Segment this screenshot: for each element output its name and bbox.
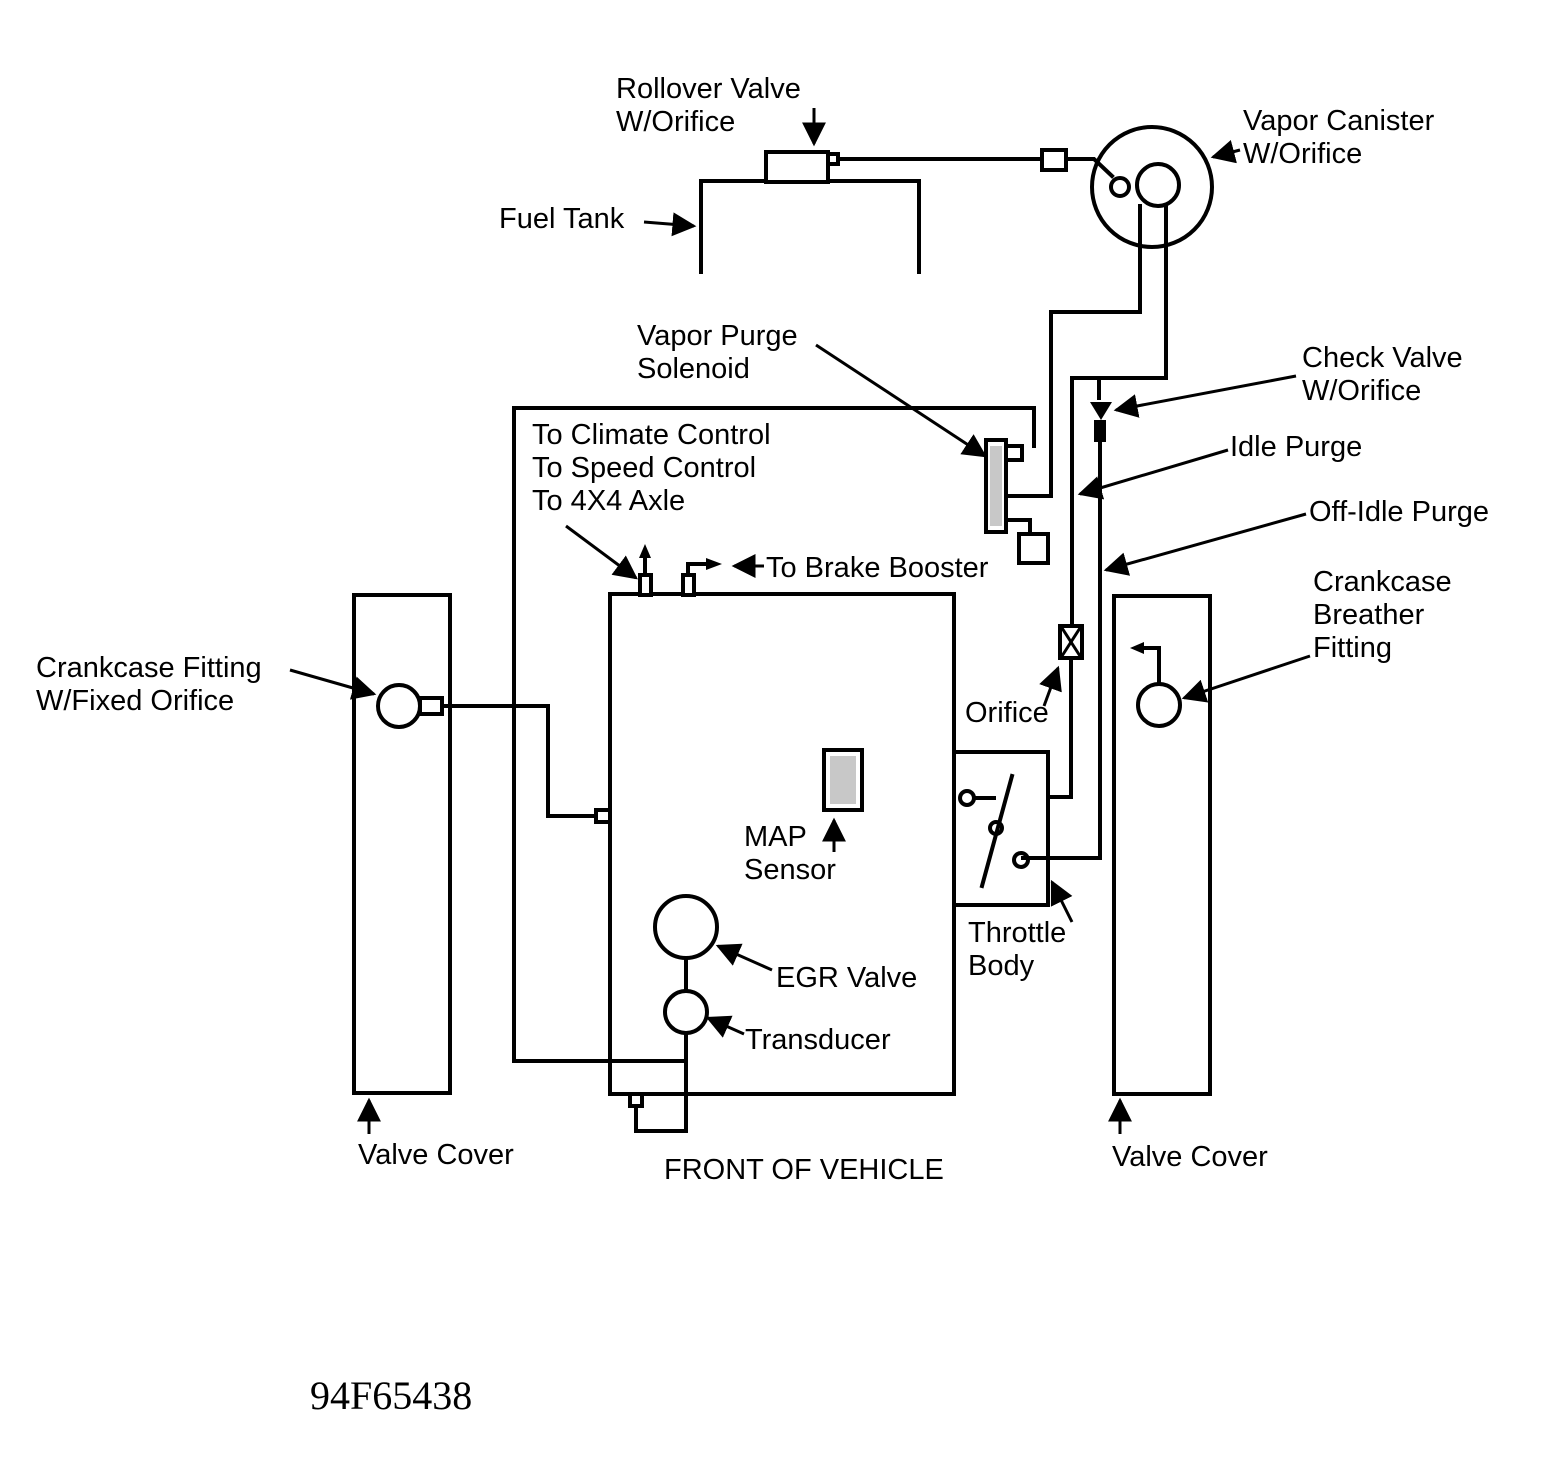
label-transducer: Transducer xyxy=(745,1024,891,1056)
crankcase-fitting xyxy=(376,683,444,729)
label-to-brake-booster: To Brake Booster xyxy=(766,552,989,584)
check-valve-arrow xyxy=(1113,374,1297,418)
climate-control-fitting xyxy=(638,544,653,597)
check-valve xyxy=(1090,402,1112,442)
crankcase-vent-line xyxy=(442,704,598,818)
brake-booster-fitting xyxy=(681,558,722,597)
fuel-tank-arrow xyxy=(643,212,697,237)
orifice-arrow xyxy=(1039,665,1062,707)
label-orifice: Orifice xyxy=(965,697,1049,729)
label-off-idle-purge: Off-Idle Purge xyxy=(1309,496,1489,528)
transducer-line xyxy=(634,1031,688,1133)
label-rollover-valve: Rollover Valve W/Orifice xyxy=(616,73,809,138)
idle-purge-arrow xyxy=(1077,448,1229,500)
label-fuel-tank: Fuel Tank xyxy=(499,203,625,235)
vapor-canister-arrow xyxy=(1210,139,1241,164)
breather-arrow xyxy=(1181,654,1311,703)
label-vapor-canister: Vapor Canister W/Orifice xyxy=(1243,105,1442,170)
label-to-climate-control: To Climate Control To Speed Control To 4… xyxy=(532,419,779,517)
crankcase-breather-fitting xyxy=(1130,642,1182,728)
canister-purge-tube-inner xyxy=(1070,204,1168,628)
transducer-arrow xyxy=(705,1015,745,1038)
off-idle-purge-arrow xyxy=(1103,512,1307,576)
canister-purge-tube-outer xyxy=(1006,204,1142,498)
inline-orifice xyxy=(1058,624,1084,660)
purge-solenoid-arrow xyxy=(815,343,988,458)
vapor-purge-solenoid xyxy=(984,438,1050,565)
figure-code: 94F65438 xyxy=(310,1373,472,1418)
transducer xyxy=(663,989,709,1035)
inline-orifice-top xyxy=(1040,148,1068,172)
egr-valve xyxy=(653,894,719,960)
label-egr-valve: EGR Valve xyxy=(776,962,917,994)
throttle-body xyxy=(952,750,1050,907)
label-throttle-body: Throttle Body xyxy=(968,917,1074,982)
crankcase-fitting-arrow xyxy=(289,668,377,700)
idle-purge-line xyxy=(1046,656,1073,799)
intake-manifold xyxy=(608,592,956,1096)
label-crankcase-fitting: Crankcase Fitting W/Fixed Orifice xyxy=(36,652,270,717)
label-map-sensor: MAP Sensor xyxy=(744,821,836,886)
valve-cover-right xyxy=(1112,594,1212,1096)
egr-valve-arrow xyxy=(715,943,773,972)
label-front-of-vehicle: FRONT OF VEHICLE xyxy=(664,1154,944,1186)
manifold-left-fitting xyxy=(594,808,612,824)
rollover-valve xyxy=(764,150,830,184)
label-valve-cover-right: Valve Cover xyxy=(1112,1141,1268,1173)
map-sensor xyxy=(822,748,864,812)
climate-control-arrow xyxy=(565,524,638,580)
throttle-body-arrow xyxy=(1050,879,1074,923)
valve-cover-left xyxy=(352,593,452,1095)
vacuum-line-solenoid-loop xyxy=(512,406,1036,1063)
vapor-canister xyxy=(1090,125,1214,249)
label-crankcase-breather: Crankcase Breather Fitting xyxy=(1313,566,1460,664)
manifold-front-fitting xyxy=(628,1092,644,1108)
fuel-tank xyxy=(699,179,921,274)
label-valve-cover-left: Valve Cover xyxy=(358,1139,514,1171)
label-vapor-purge-solenoid: Vapor Purge Solenoid xyxy=(637,320,806,385)
label-idle-purge: Idle Purge xyxy=(1230,431,1362,463)
label-check-valve: Check Valve W/Orifice xyxy=(1302,342,1471,407)
